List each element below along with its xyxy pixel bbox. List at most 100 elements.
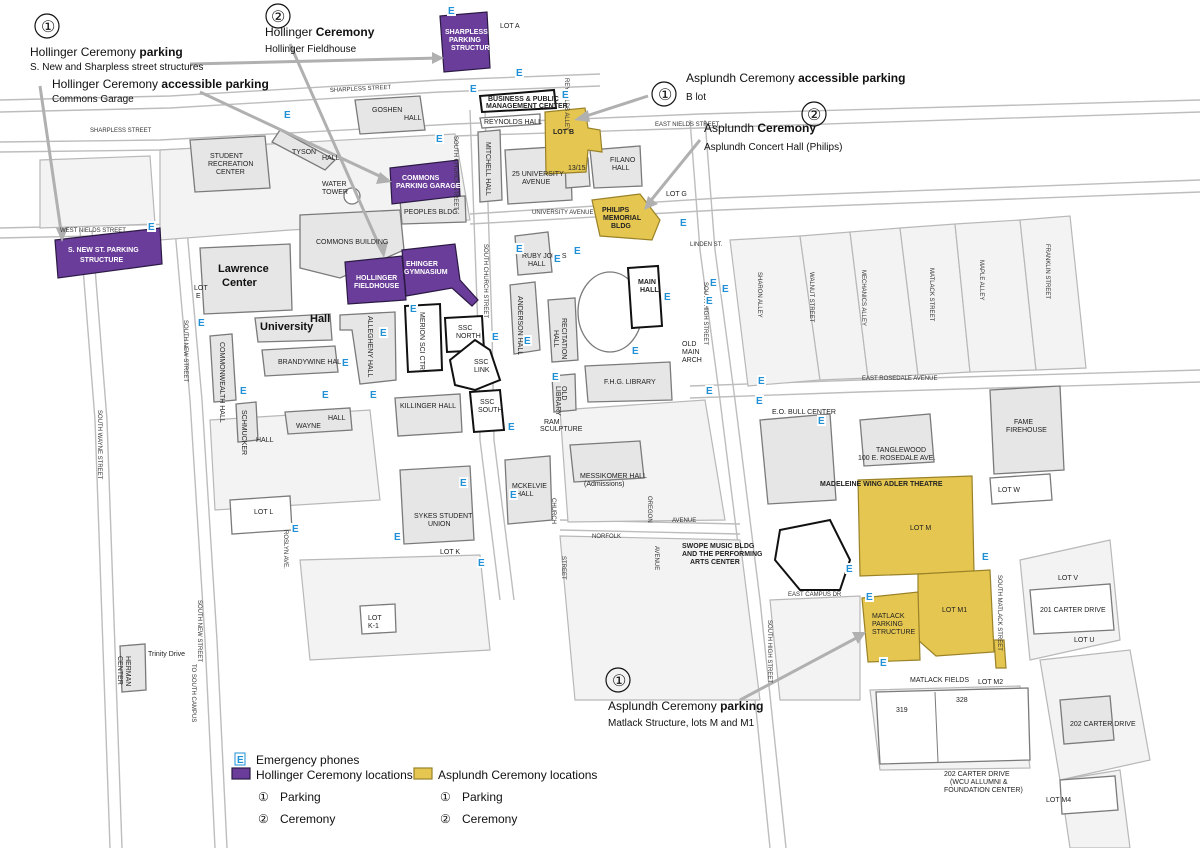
label-commonwealth: COMMONWEALTH HALL <box>218 342 225 423</box>
svg-text:E: E <box>710 278 717 289</box>
label-hollinger-fh-2: FIELDHOUSE <box>354 283 399 290</box>
label-commons-building: COMMONS BUILDING <box>316 239 388 246</box>
label-old-main-arch-3: ARCH <box>682 357 702 364</box>
svg-text:E: E <box>574 246 581 257</box>
street-label: EAST NIELDS STREET <box>655 122 720 128</box>
emergency-phone-icon: E <box>679 217 688 229</box>
street-label: TO SOUTH CAMPUS <box>190 664 196 722</box>
label-lawrence-1: Lawrence <box>218 263 269 275</box>
street-label: FRANKLIN STREET <box>1044 244 1050 299</box>
emergency-phone-icon: E <box>379 327 388 339</box>
label-fhg-library: F.H.G. LIBRARY <box>604 379 656 386</box>
svg-text:E: E <box>552 372 559 383</box>
label-ruby-jones-2: HALL <box>528 261 546 268</box>
label-reynolds: REYNOLDS HALL <box>484 119 542 126</box>
label-brandywine: BRANDYWINE HALL <box>278 359 345 366</box>
label-ehinger-2: GYMNASIUM <box>404 269 448 276</box>
callout-subtitle: B lot <box>686 92 706 103</box>
label-tanglewood-2: 100 E. ROSEDALE AVE. <box>858 455 935 462</box>
label-commons-pg-1: COMMONS <box>402 175 440 182</box>
callout-hollinger-accessible: Hollinger Ceremony accessible parking Co… <box>52 77 269 105</box>
emergency-phone-icon: E <box>341 357 350 369</box>
emergency-phone-icon: E <box>757 375 766 387</box>
svg-text:E: E <box>516 244 523 255</box>
matlack-structure <box>861 591 921 663</box>
label-matlack-ps-1: MATLACK <box>872 613 905 620</box>
emergency-phone-icon: E <box>515 67 524 79</box>
emergency-phone-icon: E <box>469 83 478 95</box>
svg-text:E: E <box>680 218 687 229</box>
svg-text:E: E <box>818 416 825 427</box>
street-label: MATLACK STREET <box>928 268 934 322</box>
emergency-phone-icon: E <box>409 303 418 315</box>
sharpless-parking-structure <box>439 11 491 73</box>
emergency-phone-icon: E <box>197 317 206 329</box>
label-killinger: KILLINGER HALL <box>400 403 456 410</box>
label-13-15: 13/15 <box>568 165 586 172</box>
lawrence-center <box>199 243 293 315</box>
label-anderson: ANDERSON HALL <box>516 296 523 355</box>
tyson-hall <box>271 129 337 171</box>
label-schmucker: SCHMUCKER <box>240 410 247 455</box>
label-commons-pg-2: PARKING GARAGE <box>396 183 461 190</box>
svg-text:E: E <box>380 328 387 339</box>
lot-m1-strip <box>993 639 1007 669</box>
street-label: SHARPLESS STREET <box>330 85 392 94</box>
svg-text:E: E <box>198 318 205 329</box>
sykes-student-union <box>399 465 475 545</box>
street-label: MAPLE ALLEY <box>978 260 984 300</box>
label-filano-1: FILANO <box>610 157 636 164</box>
label-lot-k1-1: LOT <box>368 615 382 622</box>
label-hollinger-fh-1: HOLLINGER <box>356 275 397 282</box>
emergency-phone-icon: E <box>447 5 456 17</box>
street-label: AVENUE <box>653 546 659 570</box>
callout-number: ② <box>807 107 821 124</box>
label-old-library-2: LIBRARY <box>554 386 561 416</box>
label-lot-m1: LOT M1 <box>942 607 967 614</box>
svg-text:E: E <box>508 422 515 433</box>
street-label: OREGON <box>646 496 652 523</box>
street-label: ROSLYN AVE. <box>282 530 288 569</box>
emergency-phone-icon: E <box>321 389 330 401</box>
legend-a-parking: Parking <box>462 790 503 804</box>
emergency-phone-icon: E <box>515 243 524 255</box>
svg-text:E: E <box>982 552 989 563</box>
label-matlack-ps-3: STRUCTURE <box>872 629 915 636</box>
philips-memorial-building <box>591 193 661 241</box>
callout-subtitle: Hollinger Fieldhouse <box>265 44 357 55</box>
label-ssc-north-2: NORTH <box>456 333 481 340</box>
label-business-2: MANAGEMENT CENTER <box>486 103 568 110</box>
label-ssc-link-2: LINK <box>474 367 490 374</box>
label-water-tower-2: TOWER <box>322 189 348 196</box>
matlack-fields-area <box>875 687 1031 765</box>
label-s-new-ps-1: S. NEW ST. PARKING <box>68 247 139 254</box>
label-sharpless-ps-2: PARKING <box>449 37 481 44</box>
emergency-phone-icon: E <box>551 371 560 383</box>
label-philips-3: BLDG <box>611 223 631 230</box>
svg-text:E: E <box>342 358 349 369</box>
legend-h-parking: Parking <box>280 790 321 804</box>
label-fame-1: FAME <box>1014 419 1033 426</box>
label-madeleine: MADELEINE WING ADLER THEATRE <box>820 481 943 488</box>
street-labels: SHARPLESS STREET SHARPLESS STREET EAST N… <box>60 78 1050 722</box>
label-ehinger-1: EHINGER <box>406 261 438 268</box>
ehinger-gymnasium <box>401 243 479 307</box>
legend-ephone-icon: E <box>237 755 244 766</box>
emergency-phone-icon: E <box>523 335 532 347</box>
label-lot-g: LOT G <box>666 191 687 198</box>
label-messikomer-1: MESSIKOMER HALL <box>580 473 647 480</box>
emergency-phone-icon: E <box>663 291 672 303</box>
legend-h-num2: ② <box>258 812 269 826</box>
label-ssc-south-2: SOUTH <box>478 407 503 414</box>
label-matlack-ps-2: PARKING <box>872 621 903 628</box>
svg-text:E: E <box>460 478 467 489</box>
hollinger-locations <box>54 11 491 307</box>
university-hall <box>254 313 333 343</box>
label-messikomer-2: (Admissions) <box>584 481 624 488</box>
label-swope-2: AND THE PERFORMING <box>682 551 763 558</box>
label-328: 328 <box>956 697 968 704</box>
label-202-wcu-2: (WCU ALLUMNI & <box>950 779 1008 786</box>
wayne-hall <box>284 407 353 435</box>
lot-k1-area <box>359 603 397 635</box>
callout-arrows <box>38 43 866 702</box>
